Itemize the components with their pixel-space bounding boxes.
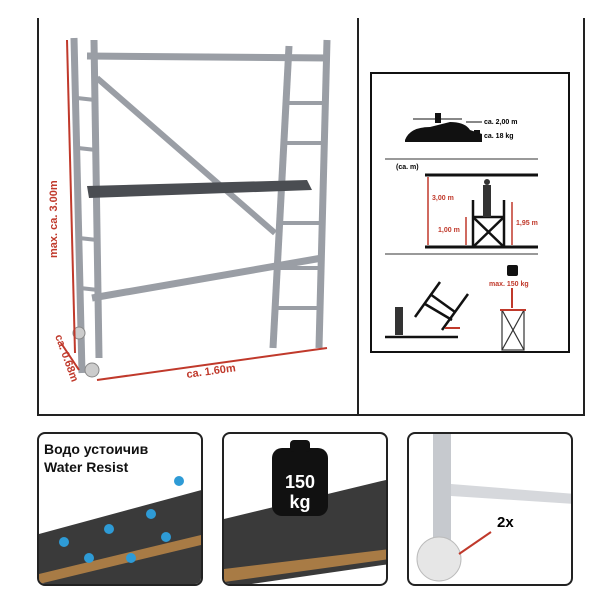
board-surface [39, 490, 201, 584]
wheel-count: 2x [497, 514, 514, 531]
width-label: ca. 1.60m [186, 362, 237, 381]
scaffold-frame [70, 37, 331, 374]
scaffold-leg [433, 434, 451, 544]
worker-icon [483, 185, 491, 217]
title-english: Water Resist [44, 459, 129, 475]
load-value: 150 [284, 472, 316, 492]
depth-label: ca. 0.68m [52, 333, 80, 384]
transport-length: ca. 2,00 m [484, 119, 517, 126]
water-drop-icons [59, 476, 184, 563]
frame-divider [357, 18, 359, 416]
weight-icon [507, 265, 518, 276]
max-load: max. 150 kg [489, 281, 529, 288]
weight-icon [474, 130, 480, 138]
scaffold-icon [471, 200, 506, 248]
water-resist-panel: Водо устоичив Water Resist [37, 432, 203, 586]
title-bulgarian: Водо устоичив [44, 441, 149, 457]
platform-height: 1,00 m [438, 227, 460, 234]
car-icon [405, 122, 482, 142]
unit-label: (ca. m) [396, 164, 419, 171]
wheel [72, 326, 86, 340]
load-capacity-panel: 150 kg [222, 432, 388, 586]
weight-icon [272, 448, 328, 516]
transport-section: ca. 2,00 m ca. 18 kg [385, 113, 538, 160]
platform-board [87, 180, 312, 198]
frame-height: 1,95 m [516, 220, 538, 227]
wheel-icon [416, 536, 462, 582]
load-unit: kg [289, 492, 311, 512]
top-frame [37, 18, 585, 416]
wheel [84, 362, 100, 378]
wheels-panel: 2x [407, 432, 573, 586]
reach-height: 3,00 m [432, 195, 454, 202]
height-label: max. ca. 3.00m [48, 180, 60, 258]
worker-icon [395, 307, 403, 335]
scaffold-illustration: max. ca. 3.00m ca. 0.68m ca. 1.60m [48, 37, 331, 384]
load-section: max. 150 kg [385, 265, 529, 351]
height-section: (ca. m) 3,00 m 1,00 m 1,95 m [385, 164, 538, 255]
spec-diagram: ca. 2,00 m ca. 18 kg (ca. m) 3,00 m 1,00… [370, 72, 570, 353]
transport-weight: ca. 18 kg [484, 133, 514, 140]
